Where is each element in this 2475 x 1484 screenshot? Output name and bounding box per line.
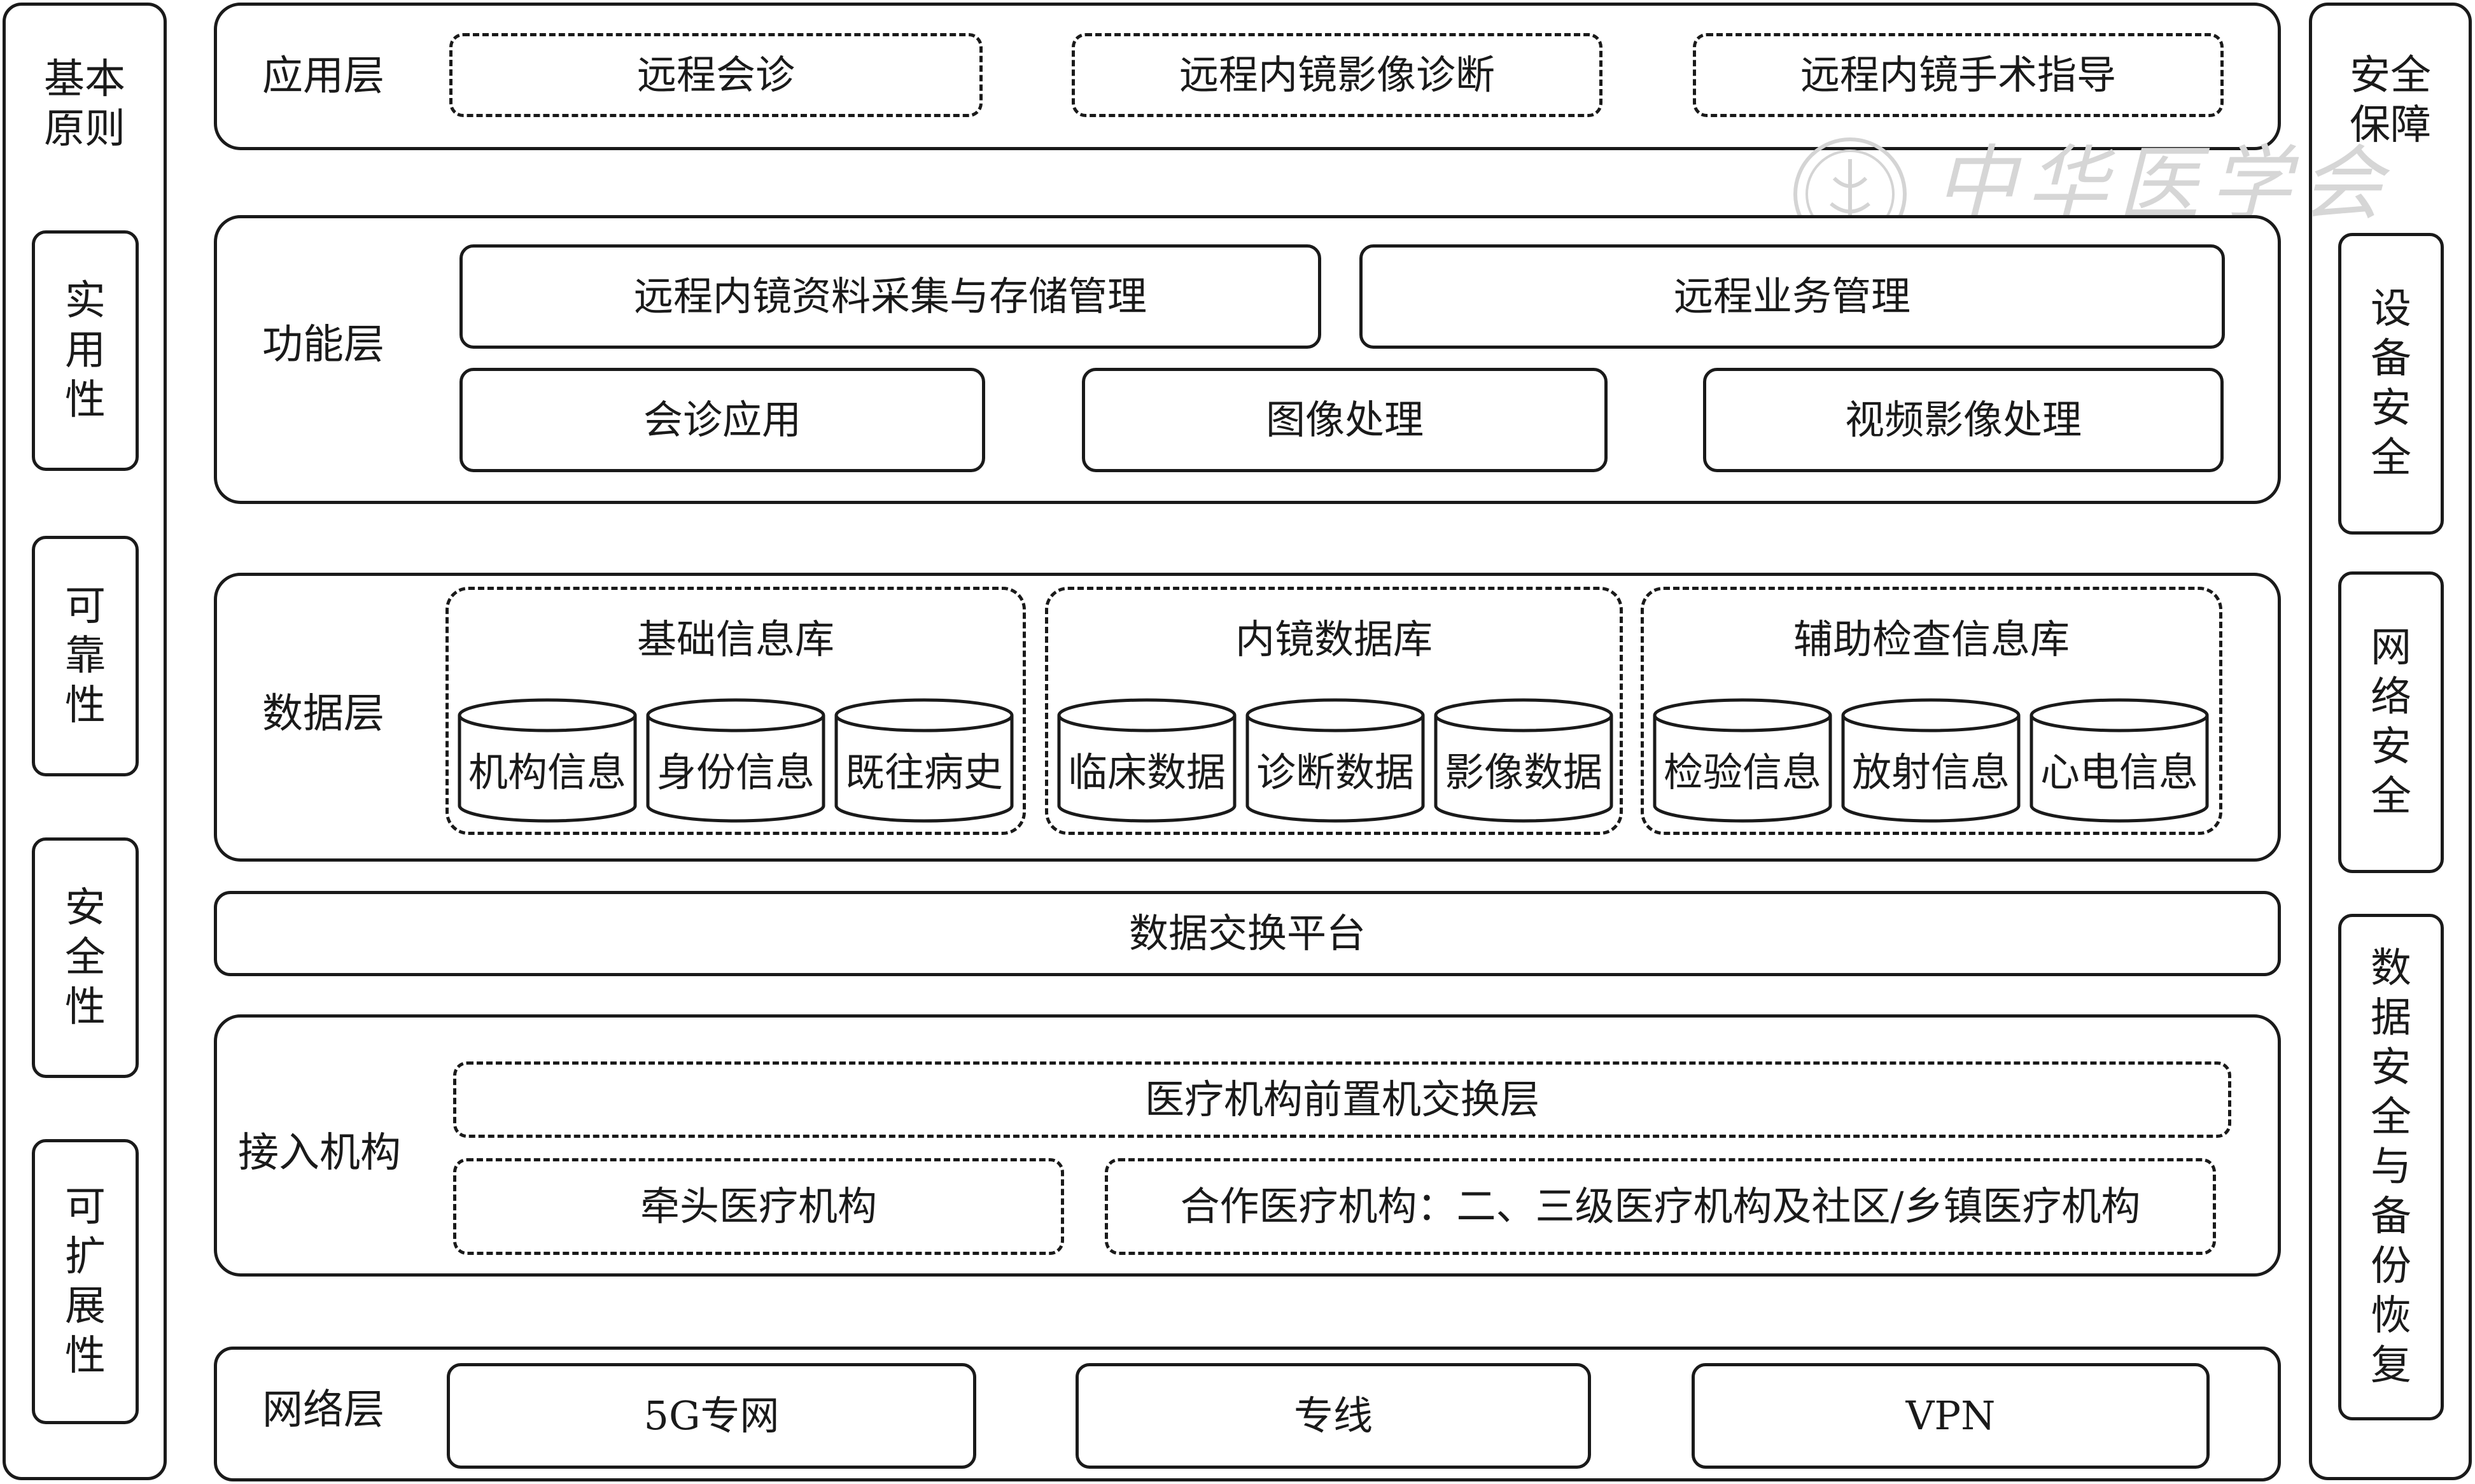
- principle-practicality: 实 用 性: [32, 230, 139, 471]
- db-cylinder-identity-info: 身份信息: [645, 698, 826, 823]
- right-panel-title: 安全 保障: [2350, 52, 2431, 149]
- db-group-endoscopy-title: 内镜数据库: [1235, 616, 1433, 662]
- db-cylinder-label: 放射信息: [1851, 749, 2010, 795]
- access-lead-institution: 牵头医疗机构: [453, 1158, 1064, 1255]
- db-cylinder-medical-history: 既往病史: [834, 698, 1014, 823]
- data-exchange-platform: 数据交换平台: [214, 891, 2281, 976]
- func-remote-business-management: 远程业务管理: [1359, 244, 2225, 349]
- principle-reliability: 可 靠 性: [32, 536, 139, 776]
- database-icon: [646, 698, 825, 823]
- app-remote-endoscopy-diagnosis: 远程内镜影像诊断: [1072, 33, 1602, 117]
- db-cylinder-radiology-info: 放射信息: [1840, 698, 2021, 823]
- db-cylinder-label: 诊断数据: [1256, 749, 1414, 795]
- db-group-basic-info-title: 基础信息库: [636, 616, 834, 662]
- data-layer-label: 数据层: [262, 690, 384, 738]
- app-remote-consultation: 远程会诊: [449, 33, 983, 117]
- app-remote-surgery-guidance: 远程内镜手术指导: [1693, 33, 2224, 117]
- database-icon: [1434, 698, 1613, 823]
- function-layer-label: 功能层: [262, 321, 384, 368]
- security-device: 设 备 安 全: [2338, 233, 2444, 535]
- access-front-exchange-layer: 医疗机构前置机交换层: [453, 1061, 2231, 1138]
- db-group-auxiliary-exam-title: 辅助检查信息库: [1793, 616, 2070, 662]
- network-dedicated-line: 专线: [1076, 1363, 1591, 1469]
- func-consultation-application: 会诊应用: [459, 368, 985, 472]
- db-cylinder-ecg-info: 心电信息: [2029, 698, 2210, 823]
- db-cylinder-label: 检验信息: [1663, 749, 1821, 795]
- db-cylinder-label: 既往病史: [845, 749, 1003, 795]
- application-layer-label: 应用层: [262, 53, 384, 100]
- db-cylinder-label: 身份信息: [656, 749, 815, 795]
- database-icon: [1653, 698, 1832, 823]
- db-cylinder-label: 机构信息: [468, 749, 626, 795]
- database-icon: [1245, 698, 1425, 823]
- access-partner-institutions: 合作医疗机构：二、三级医疗机构及社区/乡镇医疗机构: [1105, 1158, 2216, 1255]
- func-data-collection-storage: 远程内镜资料采集与存储管理: [459, 244, 1321, 349]
- database-icon: [1841, 698, 2021, 823]
- network-5g: 5G专网: [447, 1363, 976, 1469]
- db-cylinder-imaging-data: 影像数据: [1433, 698, 1614, 823]
- network-layer-label: 网络层: [262, 1387, 384, 1434]
- database-icon: [1057, 698, 1237, 823]
- db-cylinder-lab-info: 检验信息: [1652, 698, 1833, 823]
- security-data-backup: 数 据 安 全 与 备 份 恢 复: [2338, 914, 2444, 1420]
- access-layer-label: 接入机构: [238, 1130, 401, 1177]
- db-cylinder-label: 心电信息: [2040, 749, 2198, 795]
- network-vpn: VPN: [1692, 1363, 2210, 1469]
- func-video-processing: 视频影像处理: [1703, 368, 2224, 472]
- database-icon: [2030, 698, 2209, 823]
- principle-scalability: 可 扩 展 性: [32, 1139, 139, 1424]
- principle-security: 安 全 性: [32, 837, 139, 1078]
- database-icon: [834, 698, 1014, 823]
- database-icon: [458, 698, 637, 823]
- db-cylinder-institution-info: 机构信息: [457, 698, 638, 823]
- left-panel-title: 基本 原则: [44, 56, 125, 153]
- db-cylinder-label: 临床数据: [1067, 749, 1226, 795]
- func-image-processing: 图像处理: [1082, 368, 1608, 472]
- watermark-text: 中华医学会: [1935, 137, 2394, 232]
- db-cylinder-clinical-data: 临床数据: [1056, 698, 1237, 823]
- db-cylinder-label: 影像数据: [1444, 749, 1602, 795]
- security-network: 网 络 安 全: [2338, 571, 2444, 873]
- db-cylinder-diagnosis-data: 诊断数据: [1245, 698, 1426, 823]
